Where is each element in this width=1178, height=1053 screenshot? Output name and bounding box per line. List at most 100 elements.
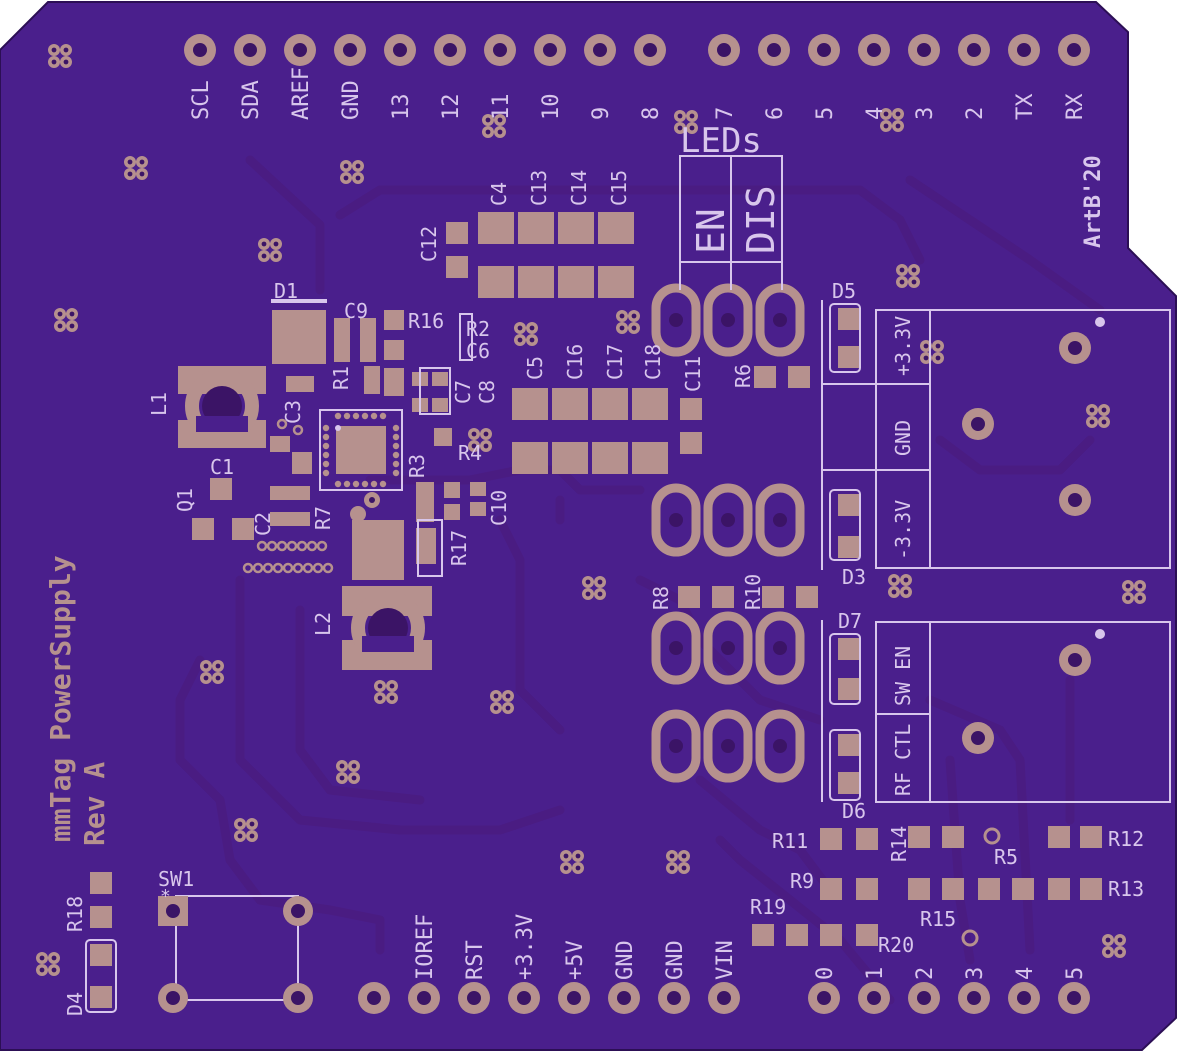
- designator-q1: Q1: [173, 488, 197, 512]
- via-cluster: [674, 110, 698, 134]
- header-pin-label: 4: [863, 107, 888, 120]
- designator-r10: R10: [741, 574, 765, 610]
- header-pin-aref[interactable]: [284, 34, 316, 66]
- silk-outline: [419, 367, 451, 415]
- via-cluster: [560, 850, 584, 874]
- power-section: [178, 310, 486, 670]
- header-pin-rst[interactable]: [458, 982, 490, 1014]
- designator-r9: R9: [790, 869, 814, 893]
- jumper-pin[interactable]: [651, 483, 701, 557]
- via-cluster: [880, 108, 904, 132]
- via-cluster: [1102, 934, 1126, 958]
- header-pin-tx[interactable]: [1008, 34, 1040, 66]
- designator-r14: R14: [887, 826, 911, 862]
- designator-c4: C4: [487, 182, 511, 206]
- terminal-block-1: [821, 300, 1171, 570]
- led-outline: [829, 303, 861, 373]
- via-cluster: [374, 680, 398, 704]
- jumper-pin[interactable]: [651, 611, 701, 685]
- header-pin-ioref[interactable]: [408, 982, 440, 1014]
- via-cluster: [200, 660, 224, 684]
- jumper-pin[interactable]: [651, 283, 701, 357]
- header-pin-3[interactable]: [908, 34, 940, 66]
- header-pin-33v[interactable]: [508, 982, 540, 1014]
- header-pin-label: 2: [963, 107, 988, 120]
- header-pin-11[interactable]: [484, 34, 516, 66]
- via-cluster: [616, 310, 640, 334]
- header-pin-a5[interactable]: [1058, 982, 1090, 1014]
- switch-sw1[interactable]: SW1 *: [158, 867, 313, 1013]
- designator-r5: R5: [994, 845, 1018, 869]
- led-block-title: LEDs: [680, 121, 762, 161]
- header-pin-gnd[interactable]: [334, 34, 366, 66]
- jumper-pin[interactable]: [755, 283, 805, 357]
- designator-c13: C13: [527, 170, 551, 206]
- jumper-pin[interactable]: [703, 483, 753, 557]
- designator-r6: R6: [731, 364, 755, 388]
- board-revision: Rev A: [78, 762, 111, 846]
- terminal-1-label: +3.3V: [891, 316, 915, 376]
- led-dis-label: DIS: [739, 185, 783, 254]
- header-pin-label: 13: [389, 94, 414, 121]
- designator-l1: L1: [147, 392, 171, 416]
- header-pin-2[interactable]: [958, 34, 990, 66]
- designator-r11: R11: [772, 829, 808, 853]
- header-pin-label: 1: [863, 967, 888, 980]
- header-pin-label: RX: [1063, 93, 1088, 120]
- via-cluster: [468, 428, 492, 452]
- designator-c1: C1: [210, 455, 234, 479]
- header-pin-scl[interactable]: [184, 34, 216, 66]
- jumper-pin[interactable]: [703, 709, 753, 783]
- header-pin-label: 8: [639, 107, 664, 120]
- jumper-pin[interactable]: [755, 483, 805, 557]
- led-outline: [829, 489, 861, 561]
- header-pin-a4[interactable]: [1008, 982, 1040, 1014]
- designator-r20: R20: [878, 933, 914, 957]
- header-pin-12[interactable]: [434, 34, 466, 66]
- via-cluster: [920, 340, 944, 364]
- terminal-2-label: RF CTL: [891, 724, 915, 796]
- header-pin-6[interactable]: [758, 34, 790, 66]
- header-pin-sda[interactable]: [234, 34, 266, 66]
- header-pin-10[interactable]: [534, 34, 566, 66]
- header-pin-vin[interactable]: [708, 982, 740, 1014]
- designator-d6: D6: [842, 799, 866, 823]
- header-pin-label: TX: [1013, 93, 1038, 120]
- jumper-pin[interactable]: [703, 611, 753, 685]
- via-cluster: [54, 308, 78, 332]
- resistor-pads-right: [90, 308, 1102, 1008]
- header-pin-gnd[interactable]: [608, 982, 640, 1014]
- header-pin-a0[interactable]: [808, 982, 840, 1014]
- header-pin-4[interactable]: [858, 34, 890, 66]
- jumper-pin[interactable]: [703, 283, 753, 357]
- designator-c15: C15: [607, 170, 631, 206]
- via-cluster: [888, 574, 912, 598]
- header-pin-label: SCL: [189, 80, 214, 120]
- designator-c16: C16: [563, 344, 587, 380]
- header-pin-7[interactable]: [708, 34, 740, 66]
- header-pin-9[interactable]: [584, 34, 616, 66]
- header-pin-13[interactable]: [384, 34, 416, 66]
- header-pin-a2[interactable]: [908, 982, 940, 1014]
- via-cluster: [234, 818, 258, 842]
- jumper-pin[interactable]: [755, 709, 805, 783]
- via-cluster: [48, 44, 72, 68]
- designator-r15: R15: [920, 907, 956, 931]
- header-pin-gnd[interactable]: [658, 982, 690, 1014]
- header-pin-label: GND: [663, 940, 688, 980]
- switch-label: SW1: [158, 867, 194, 891]
- header-pin-a3[interactable]: [958, 982, 990, 1014]
- designator-c5: C5: [523, 356, 547, 380]
- header-pin-rx[interactable]: [1058, 34, 1090, 66]
- jumper-pin[interactable]: [651, 709, 701, 783]
- header-pin-5[interactable]: [808, 34, 840, 66]
- designator-d7: D7: [838, 609, 862, 633]
- jumper-pin[interactable]: [755, 611, 805, 685]
- designator-r12: R12: [1108, 827, 1144, 851]
- header-pin-a1[interactable]: [858, 982, 890, 1014]
- header-pin-5v[interactable]: [558, 982, 590, 1014]
- header-pin-label: 3: [913, 107, 938, 120]
- header-pin-8[interactable]: [634, 34, 666, 66]
